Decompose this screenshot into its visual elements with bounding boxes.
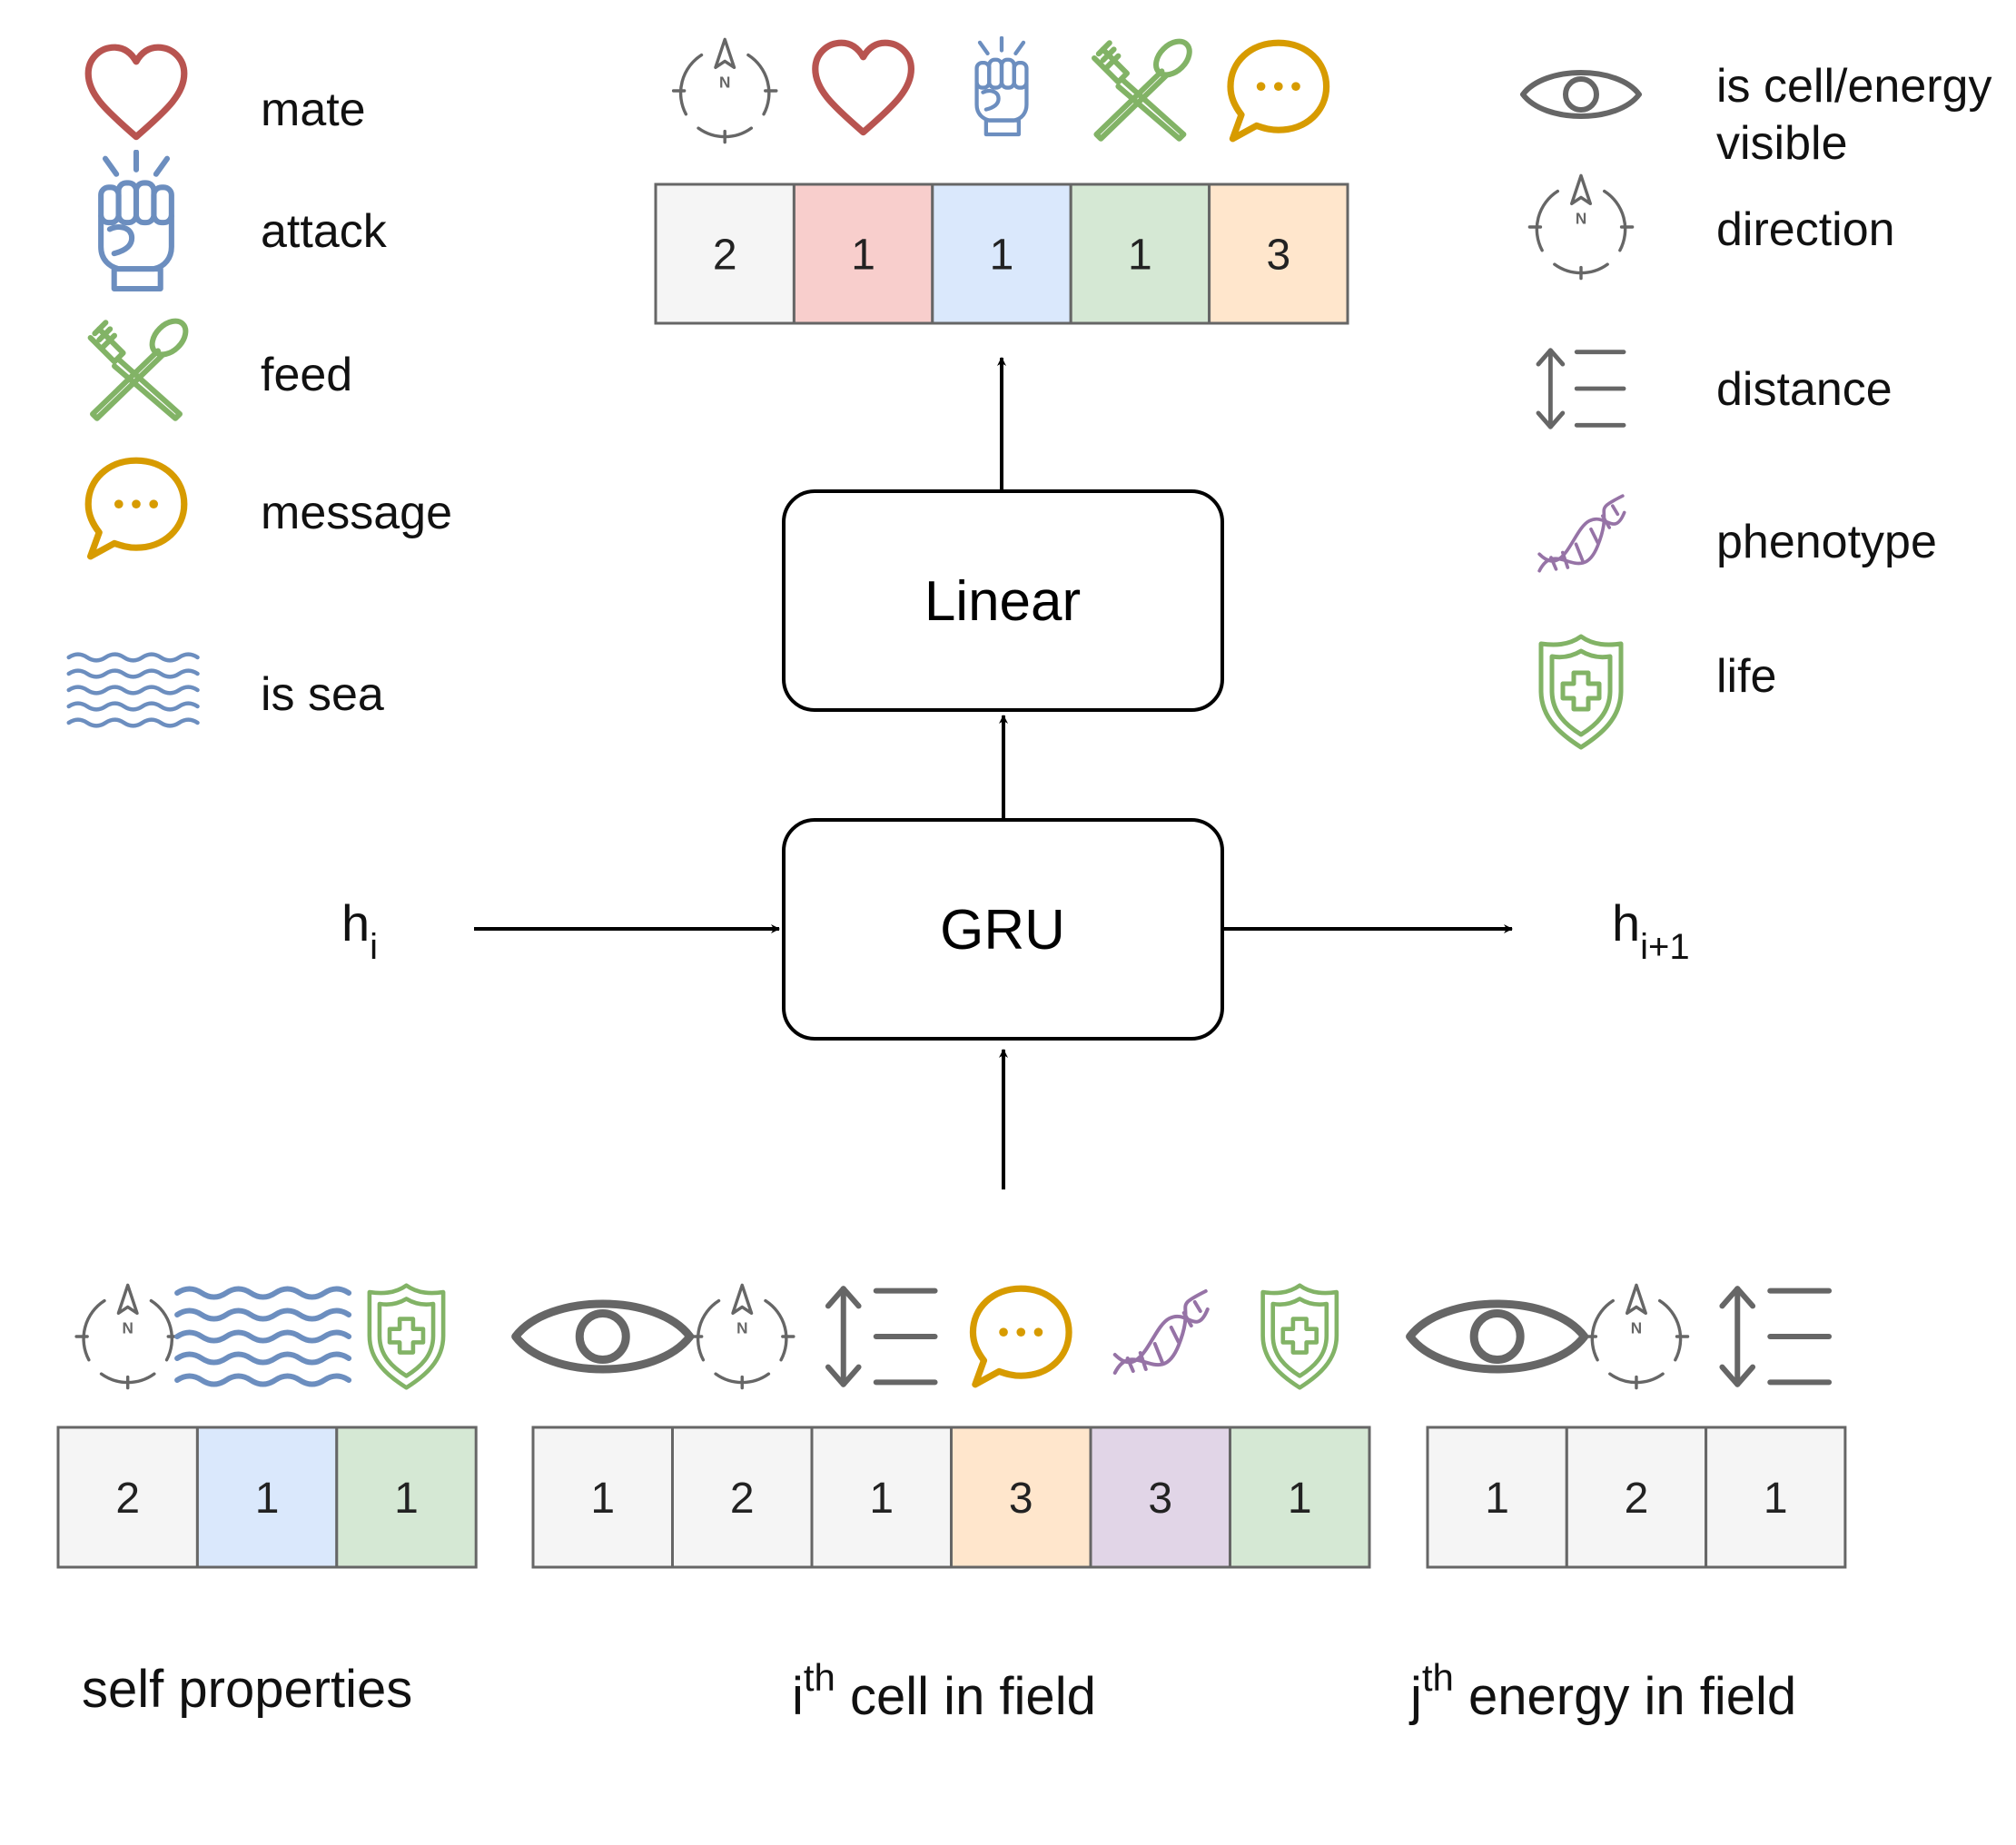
vector-cell-value: 1: [1485, 1475, 1509, 1523]
vector-cell-value: 1: [255, 1475, 280, 1523]
vector-cell-value: 3: [1009, 1475, 1033, 1523]
dna-icon: [1112, 1289, 1210, 1375]
arrows: [474, 357, 1513, 1189]
compass-icon: [1583, 1283, 1690, 1390]
legend-right-label: is cell/energy: [1716, 60, 1991, 113]
vector-cell: [1565, 1426, 1708, 1569]
gru-box: [782, 818, 1224, 1041]
fist-icon: [977, 38, 1027, 134]
hidden-out-label: hi+1: [1612, 894, 1690, 967]
vector-cell-value: 1: [1288, 1475, 1312, 1523]
vector-cell-value: 1: [590, 1475, 615, 1523]
vector-cell-value: 1: [851, 232, 875, 280]
vector-cell: [654, 183, 796, 325]
vector-cell-value: 1: [1128, 232, 1152, 280]
legend-right-label: distance: [1716, 363, 1892, 416]
hidden-out-base: h: [1612, 894, 1640, 952]
vector-cell: [531, 1426, 674, 1569]
vector-cell-value: 1: [869, 1475, 894, 1523]
legend-right-label: visible: [1716, 117, 1848, 170]
vector-cell: [1208, 183, 1349, 325]
legend-left-label: message: [261, 487, 452, 539]
compass-icon: [688, 1283, 796, 1390]
vector-cell: [195, 1426, 339, 1569]
speech-bubble-icon: [973, 1288, 1069, 1385]
vector-cell-value: 1: [990, 232, 1014, 280]
energy-caption-rest: energy in field: [1454, 1667, 1796, 1726]
fork-spoon-icon: [91, 315, 193, 419]
linear-label: Linear: [924, 570, 1081, 633]
vector-cell: [1705, 1426, 1847, 1569]
vector-cell-value: 3: [1266, 232, 1290, 280]
distance-icon: [1722, 1288, 1829, 1385]
vector-cell: [671, 1426, 814, 1569]
legend-right-label: life: [1716, 650, 1776, 703]
hidden-in-base: h: [341, 894, 370, 952]
legend-left-label: feed: [261, 349, 352, 401]
dna-icon: [1537, 494, 1626, 573]
cell-caption-rest: cell in field: [835, 1667, 1096, 1726]
compass-icon: [74, 1283, 181, 1390]
vector-cell: [810, 1426, 953, 1569]
hidden-out-sub: i+1: [1640, 927, 1690, 967]
vector-cell: [56, 1426, 199, 1569]
vector-cell: [335, 1426, 478, 1569]
shield-cross-icon: [370, 1286, 443, 1388]
distance-icon: [1538, 350, 1624, 427]
legend-left-label: attack: [261, 205, 388, 258]
waves-icon: [177, 1289, 349, 1385]
cell-caption-sup: th: [804, 1656, 835, 1699]
cell-in-field-vector: 1 2 1 3 3 1: [516, 1283, 1371, 1569]
fist-icon: [101, 152, 172, 289]
fork-spoon-icon: [1094, 35, 1196, 139]
gru-label: GRU: [940, 899, 1065, 962]
vector-cell: [1229, 1426, 1371, 1569]
vector-cell-value: 3: [1148, 1475, 1172, 1523]
vector-cell-value: 1: [1764, 1475, 1788, 1523]
vector-cell-value: 2: [1625, 1475, 1649, 1523]
speech-bubble-icon: [88, 460, 184, 557]
output-vector: 2 1 1 1 3: [654, 35, 1349, 325]
vector-cell: [1089, 1426, 1231, 1569]
heart-icon: [88, 47, 184, 136]
energy-in-field-vector: 1 2 1: [1410, 1283, 1847, 1569]
vector-cell: [950, 1426, 1092, 1569]
energy-caption-base: j: [1408, 1667, 1422, 1726]
vector-cell-value: 2: [713, 232, 737, 280]
self-properties-vector: 2 1 1: [56, 1283, 478, 1569]
vector-cell-value: 1: [394, 1475, 419, 1523]
shield-cross-icon: [1263, 1286, 1337, 1388]
vector-cell-value: 2: [730, 1475, 755, 1523]
shield-cross-icon: [1541, 636, 1621, 747]
legend-left-label: is sea: [261, 668, 384, 721]
compass-icon: [671, 37, 778, 144]
legend-left: mate attack feed message is sea: [69, 47, 452, 725]
speech-bubble-icon: [1230, 43, 1327, 139]
vector-cell: [792, 183, 934, 325]
vector-cell: [1069, 183, 1211, 325]
cell-in-field-caption: ith cell in field: [792, 1656, 1096, 1726]
eye-icon: [1410, 1304, 1585, 1369]
legend-right-label: direction: [1716, 203, 1895, 256]
cell-caption-base: i: [792, 1667, 804, 1726]
eye-icon: [1523, 73, 1639, 116]
energy-caption-sup: th: [1422, 1656, 1454, 1699]
hidden-in-label: hi: [341, 894, 378, 967]
heart-icon: [815, 43, 912, 132]
legend-left-label: mate: [261, 84, 366, 136]
vector-cell: [1426, 1426, 1568, 1569]
vector-cell-value: 2: [115, 1475, 140, 1523]
self-properties-caption: self properties: [82, 1660, 412, 1719]
legend-right-label: phenotype: [1716, 516, 1937, 568]
compass-icon: [1527, 173, 1635, 281]
linear-box: [782, 489, 1224, 712]
hidden-in-sub: i: [370, 927, 378, 967]
eye-icon: [516, 1304, 690, 1369]
waves-icon: [69, 655, 198, 726]
energy-in-field-caption: jth energy in field: [1408, 1656, 1796, 1726]
distance-icon: [828, 1288, 935, 1385]
